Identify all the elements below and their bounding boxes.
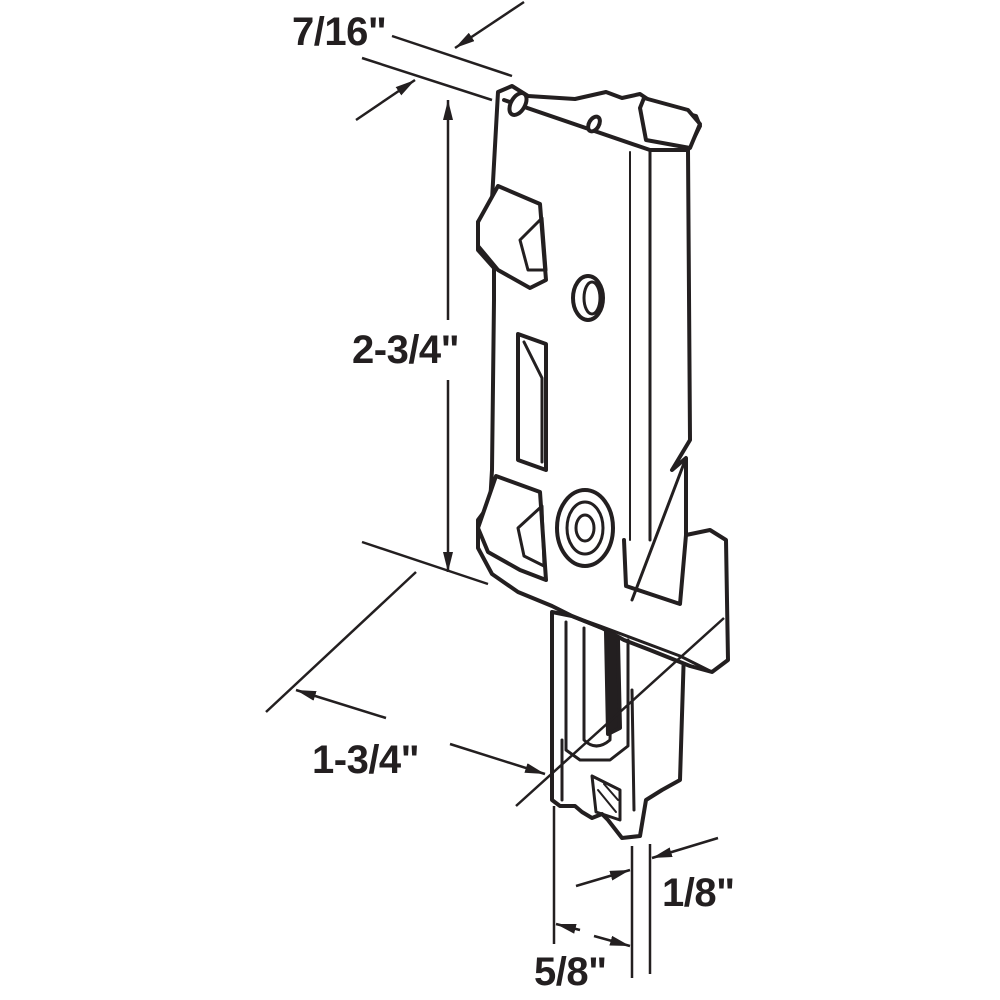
dimension-label-height: 2-3/4" xyxy=(352,328,460,372)
center-slot-inner xyxy=(522,340,544,464)
bracket-part xyxy=(476,84,730,840)
adjustment-screw-inner xyxy=(574,513,596,543)
flange-bottom xyxy=(570,614,714,674)
lower-fold xyxy=(622,533,688,606)
arrow-7-16-lower xyxy=(355,78,416,122)
arrow-7-16-upper xyxy=(454,0,525,50)
housing-rail-right xyxy=(630,688,636,812)
arrow-5-8-left xyxy=(555,922,581,934)
ext-line-top-back xyxy=(391,34,513,78)
ext-line-long-right xyxy=(515,617,725,807)
top-slot-right xyxy=(586,114,602,134)
housing-spring xyxy=(582,626,614,748)
ext-line-long-left xyxy=(265,571,417,713)
arrow-1-8-right xyxy=(651,836,719,860)
arrow-1-8-left xyxy=(575,868,631,888)
arrow-5-8-right xyxy=(593,934,631,948)
housing-window xyxy=(564,620,630,762)
housing-foot xyxy=(590,774,622,822)
mounting-hole-inner xyxy=(582,280,602,316)
top-slot-left xyxy=(507,91,529,117)
main-plate xyxy=(476,84,730,674)
upper-clip xyxy=(476,184,548,290)
arrow-1-3-4-right xyxy=(449,742,546,776)
upper-clip-inner xyxy=(518,216,548,272)
ext-line-top-front xyxy=(361,56,493,102)
dimension-label-tab-width: 5/8" xyxy=(534,950,607,994)
ext-line-bottom xyxy=(361,540,489,586)
lower-clip-inner xyxy=(516,504,546,568)
housing-foot-hatch xyxy=(597,783,619,813)
lower-clip xyxy=(476,474,548,582)
dimension-lines xyxy=(265,0,725,978)
housing-slot xyxy=(604,630,622,736)
flange-diagonal xyxy=(630,456,688,602)
top-tab xyxy=(638,96,702,150)
dimension-label-tab-thickness: 1/8" xyxy=(662,871,735,915)
dimension-label-depth: 7/16" xyxy=(292,10,387,54)
arrow-1-3-4-left xyxy=(295,688,387,720)
center-slot xyxy=(516,332,548,472)
dimension-label-length: 1-3/4" xyxy=(312,738,420,782)
